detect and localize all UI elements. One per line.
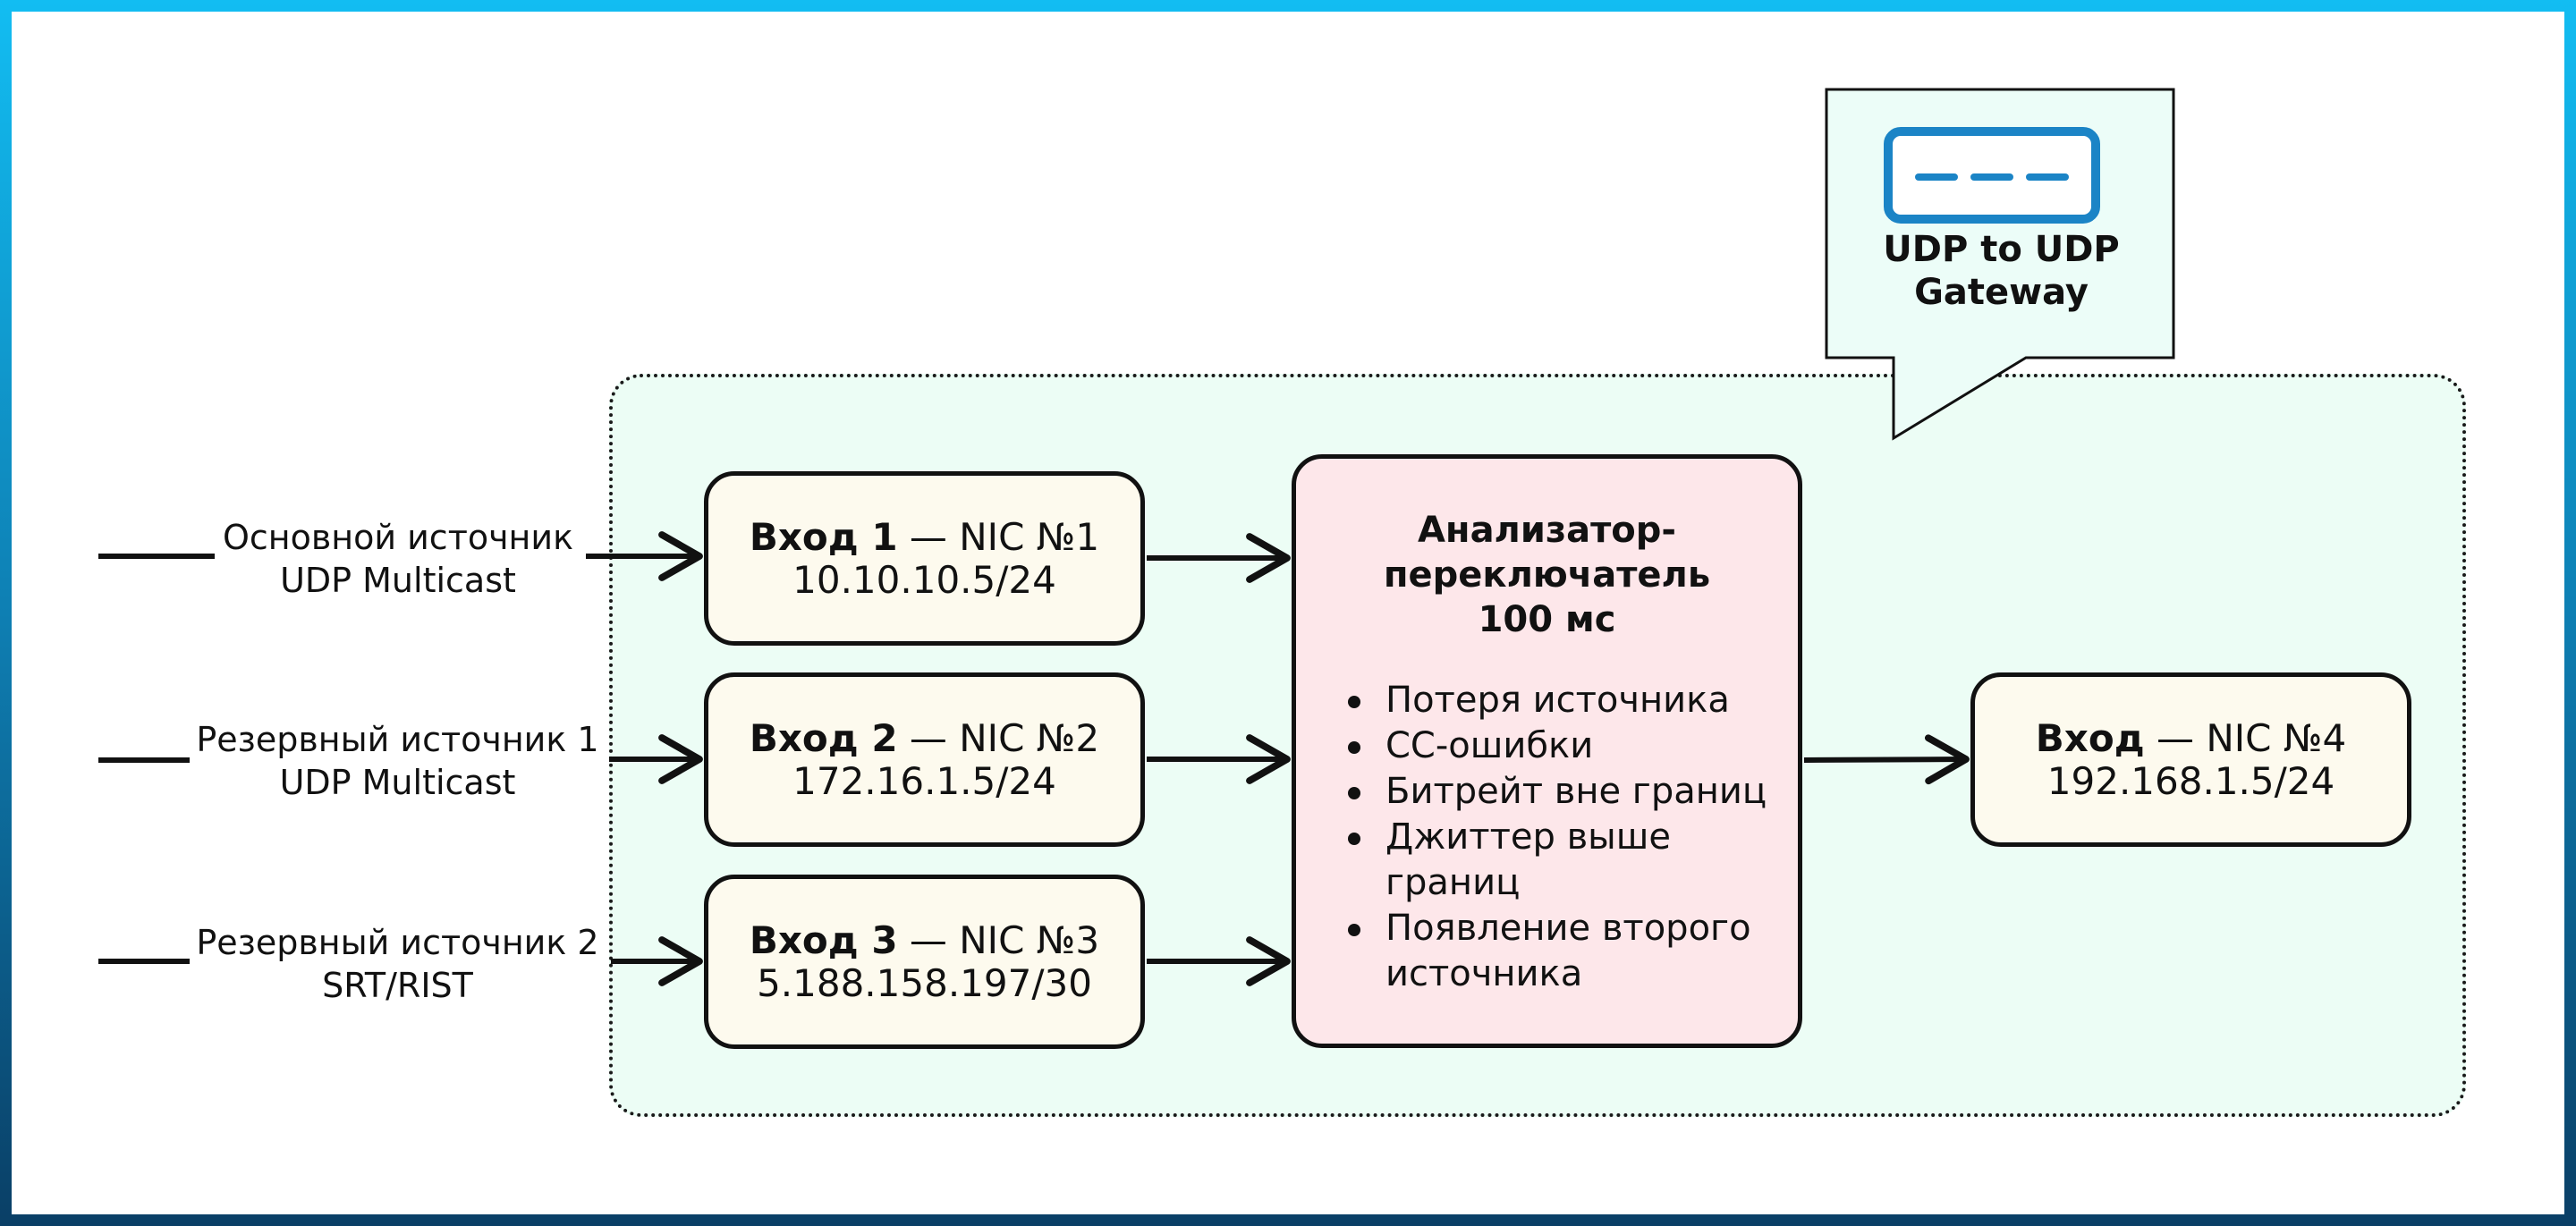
condition-item: CC-ошибки: [1343, 723, 1797, 769]
input-2-nic: — NIC №2: [897, 715, 1100, 760]
condition-item: Джиттер выше границ: [1343, 815, 1797, 906]
input-3-name: Вход 3: [749, 917, 898, 962]
condition-item: Появление второго источника: [1343, 906, 1797, 997]
gateway-device-icon: [1884, 127, 2100, 224]
analyzer-title-line1: Анализатор-: [1417, 510, 1677, 551]
source-main-line1: Основной источник: [222, 518, 574, 557]
gateway-label: UDP to UDP Gateway: [1829, 228, 2174, 314]
analyzer-switch-box: Анализатор- переключатель 100 мс Потеря …: [1292, 454, 1802, 1048]
condition-item: Потеря источника: [1343, 678, 1797, 723]
analyzer-title-line2: переключатель: [1383, 554, 1711, 596]
input-1-name: Вход 1: [749, 514, 898, 559]
input-1-ip: 10.10.10.5/24: [792, 557, 1056, 602]
source-line-backup2: [98, 959, 190, 964]
condition-item: Битрейт вне границ: [1343, 769, 1797, 815]
source-line-backup1: [98, 757, 190, 763]
input-box-1: Вход 1 — NIC №1 10.10.10.5/24: [704, 471, 1145, 646]
source-line-main: [98, 554, 215, 559]
input-2-name: Вход 2: [749, 715, 898, 760]
output-box: Вход — NIC №4 192.168.1.5/24: [1970, 672, 2411, 847]
analyzer-title-line3: 100 мс: [1478, 599, 1616, 640]
input-3-ip: 5.188.158.197/30: [757, 960, 1092, 1005]
source-main-line2: UDP Multicast: [280, 561, 516, 600]
input-2-ip: 172.16.1.5/24: [792, 758, 1056, 803]
output-nic: — NIC №4: [2144, 715, 2347, 760]
source-label-backup1: Резервный источник 1 UDP Multicast: [190, 718, 606, 804]
gateway-label-line2: Gateway: [1914, 272, 2089, 313]
input-box-2: Вход 2 — NIC №2 172.16.1.5/24: [704, 672, 1145, 847]
source-label-backup2: Резервный источник 2 SRT/RIST: [190, 921, 606, 1007]
input-1-nic: — NIC №1: [897, 514, 1100, 559]
source-label-main: Основной источник UDP Multicast: [215, 516, 581, 602]
source-backup1-line2: UDP Multicast: [279, 763, 516, 802]
output-name: Вход: [2035, 715, 2145, 760]
analyzer-title: Анализатор- переключатель 100 мс: [1296, 508, 1798, 642]
analyzer-conditions: Потеря источника CC-ошибки Битрейт вне г…: [1343, 678, 1797, 997]
input-3-nic: — NIC №3: [897, 917, 1100, 962]
arrow-analyzer-to-output: [1803, 734, 1970, 785]
output-ip: 192.168.1.5/24: [2046, 758, 2335, 803]
source-backup2-line2: SRT/RIST: [322, 966, 473, 1005]
input-box-3: Вход 3 — NIC №3 5.188.158.197/30: [704, 875, 1145, 1049]
gateway-label-line1: UDP to UDP: [1883, 229, 2120, 270]
gateway-callout: [1825, 88, 2175, 441]
source-backup1-line1: Резервный источник 1: [196, 720, 599, 759]
source-backup2-line1: Резервный источник 2: [196, 923, 599, 962]
